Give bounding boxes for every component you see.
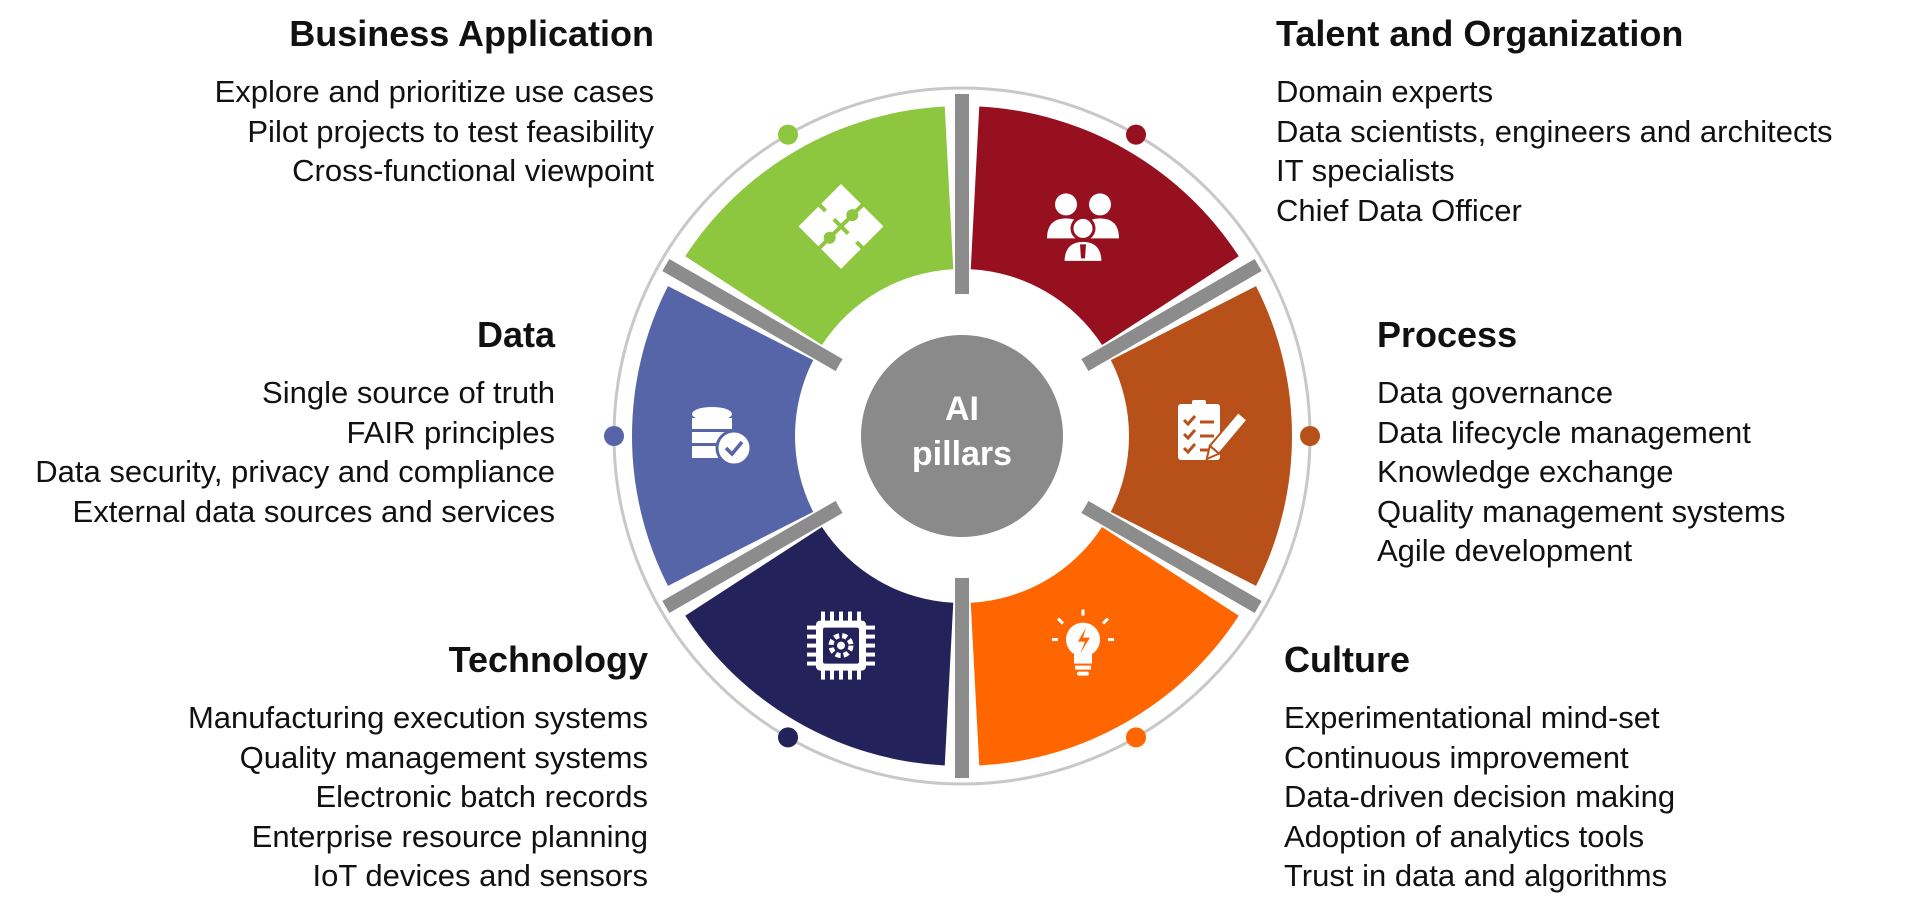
pillar-item: Knowledge exchange xyxy=(1377,454,1674,489)
pillar-process: Process Data governance Data lifecycle m… xyxy=(1377,317,1785,571)
pillar-item: Agile development xyxy=(1377,533,1633,568)
pillar-title-process: Process xyxy=(1377,314,1518,355)
connectors xyxy=(662,94,1262,778)
pillar-item: Continuous improvement xyxy=(1284,739,1629,775)
pillar-item: Quality management systems xyxy=(1377,493,1786,529)
ring-dot-data xyxy=(604,426,624,446)
pillar-title-talent: Talent and Organization xyxy=(1276,13,1684,54)
pillar-title-business: Business Application xyxy=(289,13,654,54)
ring-dots xyxy=(604,124,1320,748)
ring-dot-business xyxy=(778,124,798,145)
pillar-item: Pilot projects to test feasibility xyxy=(247,113,654,149)
pillar-item: Adoption of analytics tools xyxy=(1284,818,1645,854)
checklist-icon xyxy=(1178,400,1249,461)
pillar-item: Data lifecycle management xyxy=(1377,414,1751,450)
pillar-item: Single source of truth xyxy=(262,375,555,410)
pillar-item: Trust in data and algorithms xyxy=(1284,858,1668,893)
pillar-title-culture: Culture xyxy=(1284,639,1410,680)
pillar-icons xyxy=(692,183,1249,680)
pillar-item: Data governance xyxy=(1377,375,1614,410)
pillar-item: Domain experts xyxy=(1276,74,1494,109)
pillar-item: Manufacturing execution systems xyxy=(187,700,648,735)
pillar-item: Chief Data Officer xyxy=(1276,192,1522,228)
pillar-business-application: Business Application Explore and priorit… xyxy=(215,16,654,191)
pillar-title-data: Data xyxy=(476,314,555,355)
ring-dot-technology xyxy=(778,727,798,748)
pillar-technology: Technology Manufacturing execution syste… xyxy=(188,642,648,896)
pillar-item: Data-driven decision making xyxy=(1284,779,1676,814)
pillar-data: Data Single source of truth FAIR princip… xyxy=(35,317,555,531)
pillar-item: Cross-functional viewpoint xyxy=(292,153,654,188)
center-hub xyxy=(861,335,1063,537)
center-label-line1: AI xyxy=(945,390,979,428)
ring-dot-process xyxy=(1300,426,1320,446)
pillar-item: Explore and prioritize use cases xyxy=(214,74,654,109)
ring-dot-talent xyxy=(1126,124,1146,145)
segment-connector xyxy=(1077,258,1262,374)
center-label-line2: pillars xyxy=(912,435,1012,473)
chip-icon xyxy=(807,611,875,680)
pillar-item: Quality management systems xyxy=(239,739,648,775)
database-icon xyxy=(692,407,753,467)
segment-connector xyxy=(662,498,847,614)
pillar-item: IT specialists xyxy=(1276,153,1455,188)
pillar-item: FAIR principles xyxy=(346,414,555,450)
pillar-item: Data security, privacy and compliance xyxy=(35,454,555,489)
puzzle-icon xyxy=(798,183,884,269)
segment-culture xyxy=(970,526,1239,766)
pillar-talent-and-organization: Talent and Organization Domain experts D… xyxy=(1276,16,1833,230)
ring-dot-culture xyxy=(1126,727,1146,748)
pillar-item: IoT devices and sensors xyxy=(312,858,648,893)
people-icon xyxy=(1047,193,1119,264)
pillar-item: Data scientists, engineers and architect… xyxy=(1276,113,1833,149)
pillar-title-technology: Technology xyxy=(448,639,648,680)
segment-connector xyxy=(662,258,847,374)
pillar-item: External data sources and services xyxy=(72,493,555,529)
lightbulb-icon xyxy=(1052,609,1114,676)
segment-connector xyxy=(1077,498,1262,614)
pillar-culture: Culture Experimentational mind-set Conti… xyxy=(1284,642,1675,896)
pillar-item: Experimentational mind-set xyxy=(1284,700,1660,735)
pillar-item: Enterprise resource planning xyxy=(251,818,648,854)
pillar-item: Electronic batch records xyxy=(315,779,648,814)
